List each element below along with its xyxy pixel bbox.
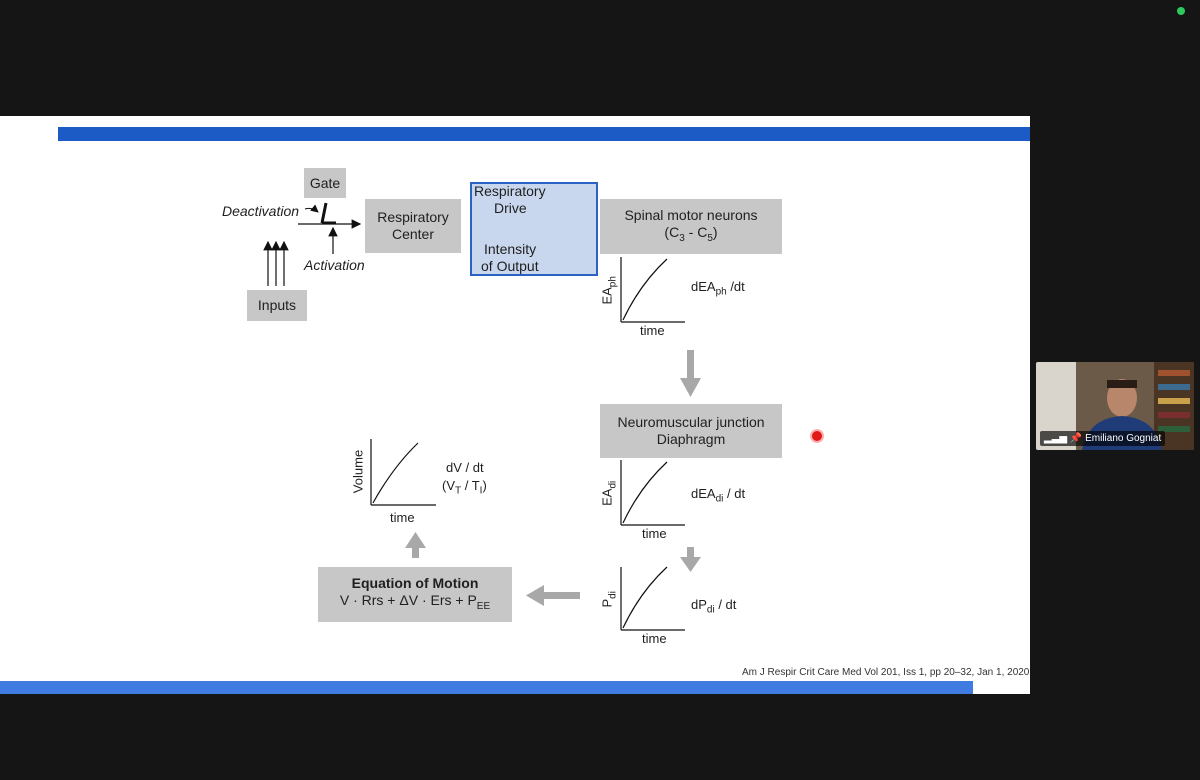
eadi-graph <box>620 460 685 526</box>
participant-video-tile[interactable]: ▂▃▅ 📌 Emiliano Gogniat <box>1036 362 1194 450</box>
eadi-axis-label: EAdi <box>599 480 619 506</box>
participant-name-tag: ▂▃▅ 📌 Emiliano Gogniat <box>1040 431 1166 446</box>
activation-label: Activation <box>304 257 365 273</box>
volume-time-label: time <box>390 510 415 525</box>
spinal-motor-neurons-box: Spinal motor neurons (C3 - C5) <box>600 199 782 254</box>
neuromuscular-junction-box: Neuromuscular junction Diaphragm <box>600 404 782 458</box>
signal-bars-icon: ▂▃▅ <box>1044 433 1068 444</box>
respiratory-drive-box <box>470 182 598 276</box>
pdi-time-label: time <box>642 631 667 646</box>
respiratory-drive-label: Respiratory Drive <box>474 183 546 216</box>
deactivation-arrow <box>304 204 319 213</box>
eaph-axis-label: EAph <box>599 276 619 305</box>
respiratory-center-box: Respiratory Center <box>365 199 461 253</box>
deadi-label: dEAdi / dt <box>691 486 746 505</box>
inputs-box: Inputs <box>247 290 307 321</box>
left-arrow <box>526 585 544 606</box>
laser-pointer <box>812 431 822 441</box>
volume-axis-label: Volume <box>350 449 366 494</box>
eaph-time-label: time <box>640 323 665 338</box>
equation-of-motion-box: Equation of Motion V · Rrs + ΔV · Ers + … <box>318 567 512 622</box>
pin-icon: 📌 <box>1069 433 1083 444</box>
vt-ti-label: (VT / TI) <box>442 478 487 497</box>
deaph-label: dEAph /dt <box>691 279 745 298</box>
down-arrow-2 <box>680 557 701 572</box>
participant-name: Emiliano Gogniat <box>1085 433 1162 444</box>
slide-bottom-bar <box>0 681 973 694</box>
gate-switch-lever <box>320 202 328 224</box>
up-arrow <box>405 532 426 548</box>
eaph-graph <box>620 257 685 323</box>
gate-box: Gate <box>304 168 346 198</box>
deactivation-label: Deactivation <box>222 203 300 219</box>
shared-slide: Gate Deactivation Activation Inputs Resp… <box>0 116 1030 694</box>
connection-status-dot <box>1177 7 1185 15</box>
eom-formula: V · Rrs + ΔV · Ers + PEE <box>339 591 491 612</box>
volume-graph <box>370 439 436 506</box>
pdi-axis-label: Pdi <box>599 591 619 608</box>
down-arrow-1 <box>680 378 701 397</box>
dvdt-label: dV / dt <box>446 460 484 475</box>
slide-top-bar <box>58 127 1030 141</box>
citation: Am J Respir Crit Care Med Vol 201, Iss 1… <box>742 667 1030 678</box>
pdi-graph <box>620 566 685 631</box>
spinal-segments: (C3 - C5) <box>664 223 718 244</box>
intensity-output-label: Intensity of Output <box>481 241 539 274</box>
eadi-time-label: time <box>642 526 667 541</box>
dpdi-label: dPdi / dt <box>691 597 737 616</box>
